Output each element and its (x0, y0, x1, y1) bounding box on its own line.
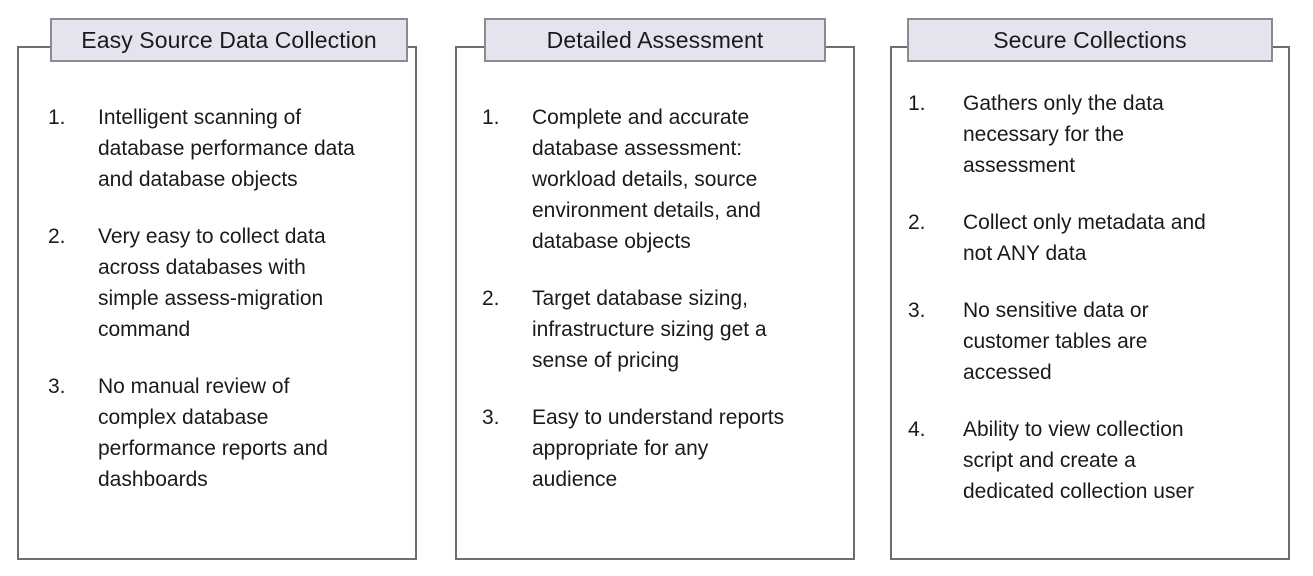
list-item-text: Gathers only the data necessary for the … (963, 92, 1164, 177)
list-item-marker: 3. (48, 375, 66, 398)
panel-header-detailed-assessment: Detailed Assessment (484, 18, 826, 62)
list-item-text: Target database sizing, infrastructure s… (532, 287, 767, 372)
panel-border-left (17, 46, 19, 560)
list-item-marker: 3. (482, 406, 500, 429)
panel-header-easy-source-data-collection: Easy Source Data Collection (50, 18, 408, 62)
list-item-marker: 4. (908, 418, 926, 441)
panel-border-top-left-segment (455, 46, 484, 48)
list-item: 1. Complete and accurate database assess… (482, 102, 833, 257)
panel-header-secure-collections: Secure Collections (907, 18, 1273, 62)
panel-title: Detailed Assessment (546, 26, 764, 53)
list-item-marker: 1. (908, 92, 926, 115)
list-item-text: Complete and accurate database assessmen… (532, 106, 761, 253)
list-item-text: Intelligent scanning of database perform… (98, 106, 355, 191)
feature-list: 1. Complete and accurate database assess… (482, 102, 833, 495)
panel-border-bottom (455, 558, 855, 560)
panel-border-right (415, 46, 417, 560)
list-item-text: Collect only metadata and not ANY data (963, 211, 1206, 265)
panel-border-top-right-segment (826, 46, 855, 48)
panel-title: Easy Source Data Collection (81, 26, 377, 53)
panel-border-bottom (17, 558, 417, 560)
list-item: 2. Very easy to collect data across data… (48, 221, 395, 345)
panel-title: Secure Collections (993, 26, 1187, 53)
list-item: 2. Collect only metadata and not ANY dat… (908, 207, 1272, 269)
panel-border-bottom (890, 558, 1290, 560)
panel-border-top-right-segment (1272, 46, 1290, 48)
panel-border-top-left-segment (17, 46, 50, 48)
list-item-marker: 1. (482, 106, 500, 129)
panel-border-right (853, 46, 855, 560)
feature-list: 1. Gathers only the data necessary for t… (908, 88, 1272, 507)
list-item: 4. Ability to view collection script and… (908, 414, 1272, 507)
panel-border-right (1288, 46, 1290, 560)
list-item: 2. Target database sizing, infrastructur… (482, 283, 833, 376)
list-item: 3. No sensitive data or customer tables … (908, 295, 1272, 388)
list-item-text: No sensitive data or customer tables are… (963, 299, 1149, 384)
list-item-marker: 2. (908, 211, 926, 234)
list-item-text: Very easy to collect data across databas… (98, 225, 326, 341)
list-item-text: Ability to view collection script and cr… (963, 418, 1195, 503)
panel-border-left (890, 46, 892, 560)
panel-body: 1. Complete and accurate database assess… (455, 102, 855, 495)
panel-border-top-left-segment (890, 46, 907, 48)
list-item-text: Easy to understand reports appropriate f… (532, 406, 785, 491)
feature-panel-detailed-assessment: 1. Complete and accurate database assess… (455, 46, 855, 560)
list-item: 1. Intelligent scanning of database perf… (48, 102, 395, 195)
list-item: 3. Easy to understand reports appropriat… (482, 402, 833, 495)
panel-body: 1. Gathers only the data necessary for t… (890, 88, 1290, 507)
list-item: 3. No manual review of complex database … (48, 371, 395, 495)
list-item-marker: 2. (48, 225, 66, 248)
feature-panel-easy-source-data-collection: 1. Intelligent scanning of database perf… (17, 46, 417, 560)
feature-panel-secure-collections: 1. Gathers only the data necessary for t… (890, 46, 1290, 560)
list-item-text: No manual review of complex database per… (98, 375, 328, 491)
panel-border-left (455, 46, 457, 560)
list-item-marker: 1. (48, 106, 66, 129)
list-item: 1. Gathers only the data necessary for t… (908, 88, 1272, 181)
panel-body: 1. Intelligent scanning of database perf… (17, 102, 417, 495)
feature-list: 1. Intelligent scanning of database perf… (48, 102, 395, 495)
list-item-marker: 2. (482, 287, 500, 310)
list-item-marker: 3. (908, 299, 926, 322)
